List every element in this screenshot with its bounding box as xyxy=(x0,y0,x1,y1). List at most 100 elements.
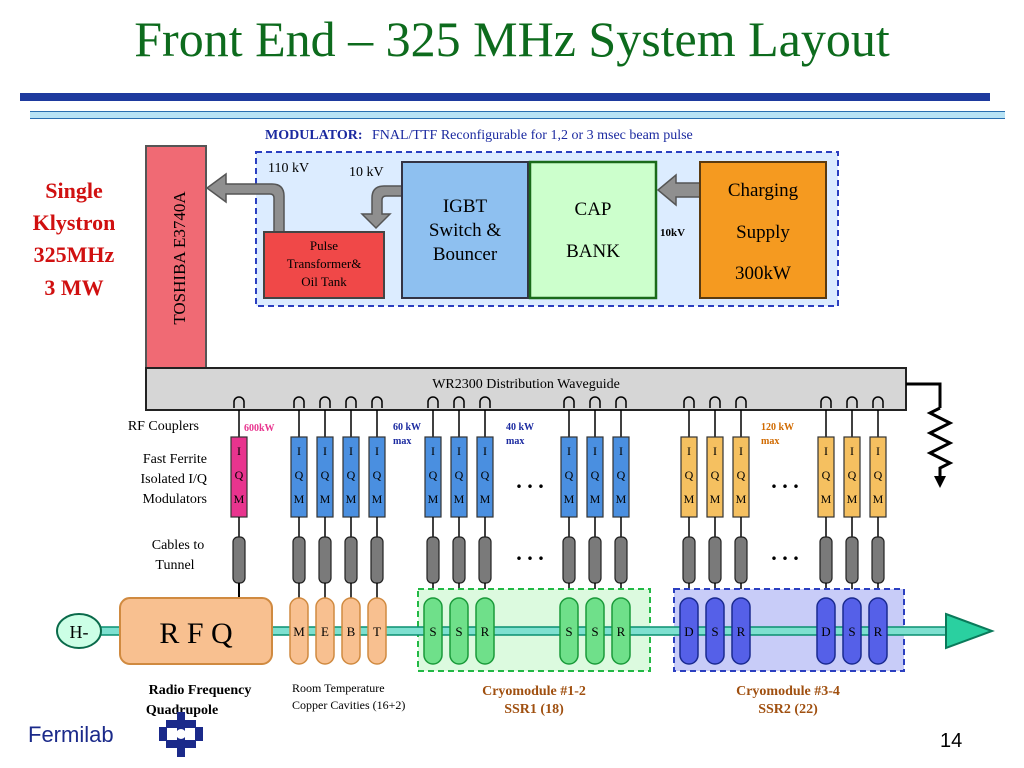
pulse-line-1: Pulse xyxy=(310,238,338,253)
iqm-letter: I xyxy=(431,444,435,458)
label-ferrite-1: Fast Ferrite xyxy=(143,452,207,467)
cavity: T xyxy=(367,597,387,665)
rf-coupler xyxy=(563,396,575,408)
cavity-letter: B xyxy=(347,624,356,639)
cavity-letter: T xyxy=(373,624,381,639)
iqm-letter: I xyxy=(739,444,743,458)
rf-channel: IQM xyxy=(843,396,861,598)
cavity-body xyxy=(816,597,836,665)
cavity-letter: S xyxy=(848,624,855,639)
title-underline-dark xyxy=(20,93,990,101)
modulator-caption-text: FNAL/TTF Reconfigurable for 1,2 or 3 mse… xyxy=(372,128,693,143)
cable-connector xyxy=(708,536,722,584)
cable-connector xyxy=(344,536,358,584)
power-40kw-1: 40 kW xyxy=(506,422,534,433)
power-40kw-2: max xyxy=(506,436,524,447)
pulse-transformer xyxy=(263,231,385,299)
rf-channel: IQM xyxy=(476,396,494,598)
cable-connector xyxy=(871,536,885,584)
h-minus-label: H- xyxy=(70,622,89,642)
label-ferrite-2: Isolated I/Q xyxy=(141,472,207,487)
ellipsis-iqm-1: . . . xyxy=(516,468,544,493)
cavity-body xyxy=(611,597,631,665)
rfq-desc-2: Quadrupole xyxy=(146,703,218,718)
iqm-letter: I xyxy=(619,444,623,458)
cavity: B xyxy=(341,597,361,665)
iqm-letter: M xyxy=(616,492,627,506)
charging-supply xyxy=(699,161,827,299)
cable-connector xyxy=(232,536,246,584)
footer-fermilab: Fermilab xyxy=(28,722,114,747)
iqm-letter: M xyxy=(710,492,721,506)
rf-coupler xyxy=(293,396,305,408)
iqm-letter: I xyxy=(483,444,487,458)
cable-connector xyxy=(588,536,602,584)
rfq xyxy=(119,597,273,665)
waveguide-label: WR2300 Distribution Waveguide xyxy=(432,377,620,392)
iqm-letter: M xyxy=(590,492,601,506)
iqm-letter: M xyxy=(480,492,491,506)
cryo12-desc-1: Cryomodule #1-2 xyxy=(482,684,586,699)
cable-connector xyxy=(819,536,833,584)
iqm-letter: I xyxy=(567,444,571,458)
iqm-letter: M xyxy=(821,492,832,506)
iqm-letter: M xyxy=(346,492,357,506)
power-60kw-1: 60 kW xyxy=(393,422,421,433)
klystron-label-1: Single xyxy=(45,178,103,203)
cavity-letter: S xyxy=(711,624,718,639)
rf-coupler xyxy=(453,396,465,408)
iqm-letter: Q xyxy=(617,468,626,482)
cable-connector xyxy=(292,536,306,584)
iqm-letter: M xyxy=(684,492,695,506)
cap-line-2: BANK xyxy=(566,241,620,262)
cavity: S xyxy=(842,597,862,665)
iqm-letter: Q xyxy=(481,468,490,482)
iqm-letter: I xyxy=(593,444,597,458)
iqm-letter: Q xyxy=(711,468,720,482)
cavity-letter: E xyxy=(321,624,329,639)
iqm-letter: Q xyxy=(429,468,438,482)
iqm-letter: M xyxy=(564,492,575,506)
cryo34-desc-1: Cryomodule #3-4 xyxy=(736,684,840,699)
cavity-body xyxy=(449,597,469,665)
cavity: D xyxy=(816,597,836,665)
rf-coupler xyxy=(589,396,601,408)
label-110kv: 110 kV xyxy=(268,161,309,176)
iqm-letter: I xyxy=(297,444,301,458)
power-60kw-2: max xyxy=(393,436,411,447)
cavity-letter: R xyxy=(481,624,490,639)
igbt-line-3: Bouncer xyxy=(433,244,498,265)
label-rf-couplers: RF Couplers xyxy=(128,419,199,434)
h-minus-source xyxy=(56,613,102,649)
cavity-letter: S xyxy=(591,624,598,639)
cavity: R xyxy=(868,597,888,665)
charging-line-1: Charging xyxy=(728,180,799,201)
cavity-letter: R xyxy=(874,624,883,639)
cavity: S xyxy=(423,597,443,665)
iqm-letter: I xyxy=(850,444,854,458)
iqm-letter: Q xyxy=(235,468,244,482)
label-cables-1: Cables to xyxy=(152,538,205,553)
cavity-letter: S xyxy=(429,624,436,639)
cavity-body xyxy=(559,597,579,665)
cable-connector xyxy=(426,536,440,584)
cavity-letter: R xyxy=(617,624,626,639)
iqm-letter: Q xyxy=(455,468,464,482)
cavity-body xyxy=(868,597,888,665)
modulator-caption-bold: MODULATOR: xyxy=(265,128,362,143)
iqm-letter: M xyxy=(372,492,383,506)
label-10kv: 10 kV xyxy=(349,165,384,180)
rfq-desc-1: Radio Frequency xyxy=(149,683,252,698)
ellipsis-cable-1: . . . xyxy=(516,540,544,565)
cavity-body xyxy=(423,597,443,665)
iqm-letter: Q xyxy=(848,468,857,482)
pulse-line-2: Transformer& xyxy=(287,256,362,271)
igbt-line-1: IGBT xyxy=(443,196,488,217)
cavity: M xyxy=(289,597,309,665)
iqm-letter: M xyxy=(320,492,331,506)
iqm-letter: I xyxy=(237,444,241,458)
iqm-letter: Q xyxy=(822,468,831,482)
rf-coupler xyxy=(872,396,884,408)
cable-connector xyxy=(478,536,492,584)
